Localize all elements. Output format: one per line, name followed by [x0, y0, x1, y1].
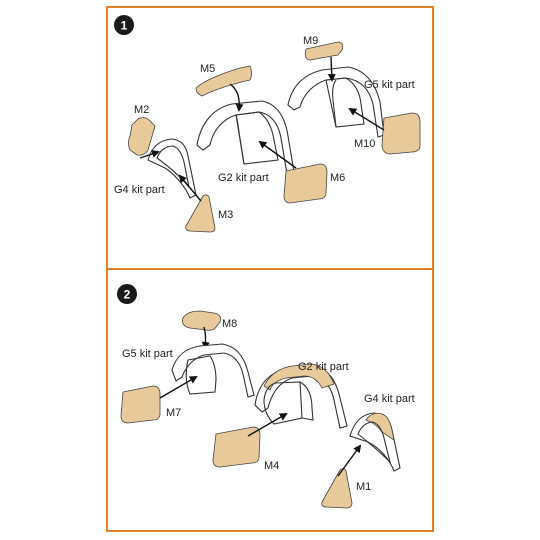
label-g4-kit-part-step1: G4 kit part [114, 184, 165, 196]
label-g2-kit-part-step1: G2 kit part [218, 172, 269, 184]
label-m1: M1 [356, 481, 371, 493]
m9-part [304, 41, 344, 61]
g2-kit-part-frame-step2 [254, 363, 348, 429]
m3-part [185, 194, 216, 233]
m5-part [195, 65, 252, 97]
label-m8: M8 [222, 318, 237, 330]
label-g5-kit-part-step2: G5 kit part [122, 348, 173, 360]
m2-part [128, 117, 156, 156]
label-m9: M9 [303, 35, 318, 47]
g4-kit-part-frame-step2 [349, 412, 401, 472]
m1-part [321, 468, 353, 509]
label-g2-kit-part-step2: G2 kit part [298, 361, 349, 373]
m4-part [212, 426, 261, 468]
label-m7: M7 [166, 407, 181, 419]
g5-kit-part-frame-step2 [171, 343, 255, 398]
step-1-panel [106, 6, 434, 270]
step-1-number: 1 [121, 19, 128, 33]
label-m3: M3 [218, 209, 233, 221]
step-1-badge: 1 [114, 15, 134, 35]
m10-part [381, 112, 421, 155]
label-m2: M2 [134, 104, 149, 116]
m6-part [283, 163, 328, 204]
step-2-badge: 2 [117, 284, 137, 304]
m8-part [182, 310, 222, 331]
label-m5: M5 [200, 63, 215, 75]
label-g5-kit-part-step1: G5 kit part [364, 79, 415, 91]
g2-kit-part-frame-step1 [196, 100, 295, 175]
label-g4-kit-part-step2: G4 kit part [364, 393, 415, 405]
g4-kit-part-frame-step1 [147, 138, 197, 199]
label-m4: M4 [264, 460, 279, 472]
m7-part [120, 385, 161, 424]
label-m6: M6 [330, 172, 345, 184]
label-m10: M10 [354, 138, 375, 150]
step-2-number: 2 [124, 288, 131, 302]
g5-kit-part-frame-step1 [287, 66, 385, 138]
